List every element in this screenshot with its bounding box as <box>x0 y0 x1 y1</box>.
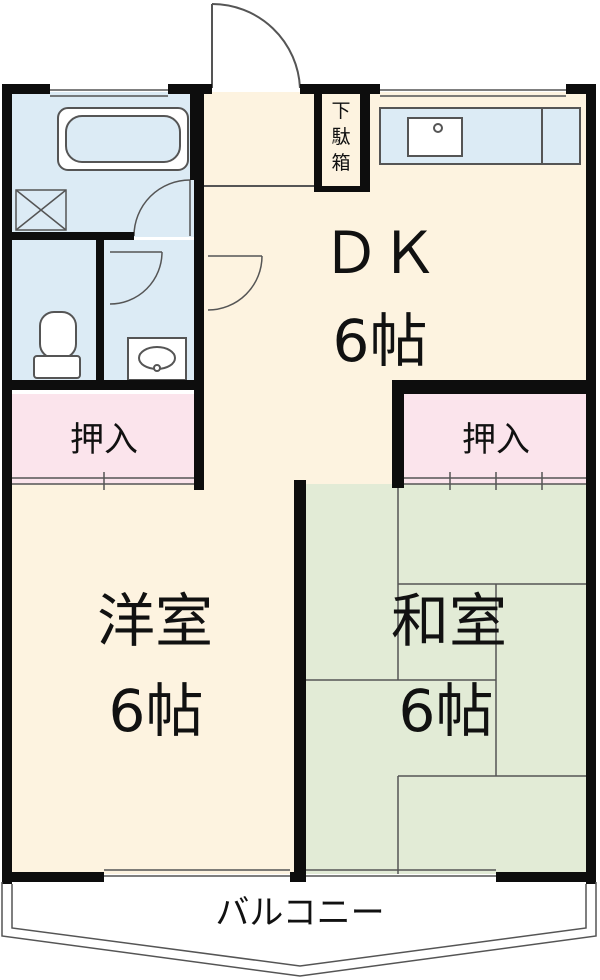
closet-left-area <box>10 394 198 484</box>
bathtub <box>57 107 189 171</box>
japanese-room-name-label: 和室 <box>390 587 507 655</box>
dk-name-label: ＤＫ <box>321 219 438 287</box>
closet-right-area <box>404 394 588 484</box>
entrance-door <box>211 2 301 89</box>
toilet-door <box>109 251 163 305</box>
tatami-lines <box>306 484 588 874</box>
shoe-box-label-3: 箱 <box>331 152 351 174</box>
shoe-box-label-2: 駄 <box>331 126 351 148</box>
walls <box>2 84 596 884</box>
dk-size-label: 6帖 <box>332 307 428 375</box>
closet-doors <box>10 472 588 490</box>
western-room-size-label: 6帖 <box>108 677 204 745</box>
western-room-area <box>10 484 302 874</box>
japanese-room-size-label: 6帖 <box>398 677 494 745</box>
closet-left-label: 押入 <box>70 420 138 460</box>
windows <box>50 89 566 877</box>
closet-right-label: 押入 <box>462 420 530 460</box>
bath-drain <box>15 189 67 231</box>
balcony-label: バルコニー <box>215 893 385 933</box>
shoe-box-label-1: 下 <box>331 100 351 122</box>
japanese-room-area <box>302 484 588 874</box>
toilet <box>33 311 81 379</box>
western-room-name-label: 洋室 <box>96 587 213 655</box>
balcony <box>1 882 597 977</box>
wash-basin <box>127 337 187 381</box>
washroom-door <box>207 255 263 311</box>
bathroom-door <box>133 179 191 237</box>
kitchen-counter <box>379 107 581 165</box>
